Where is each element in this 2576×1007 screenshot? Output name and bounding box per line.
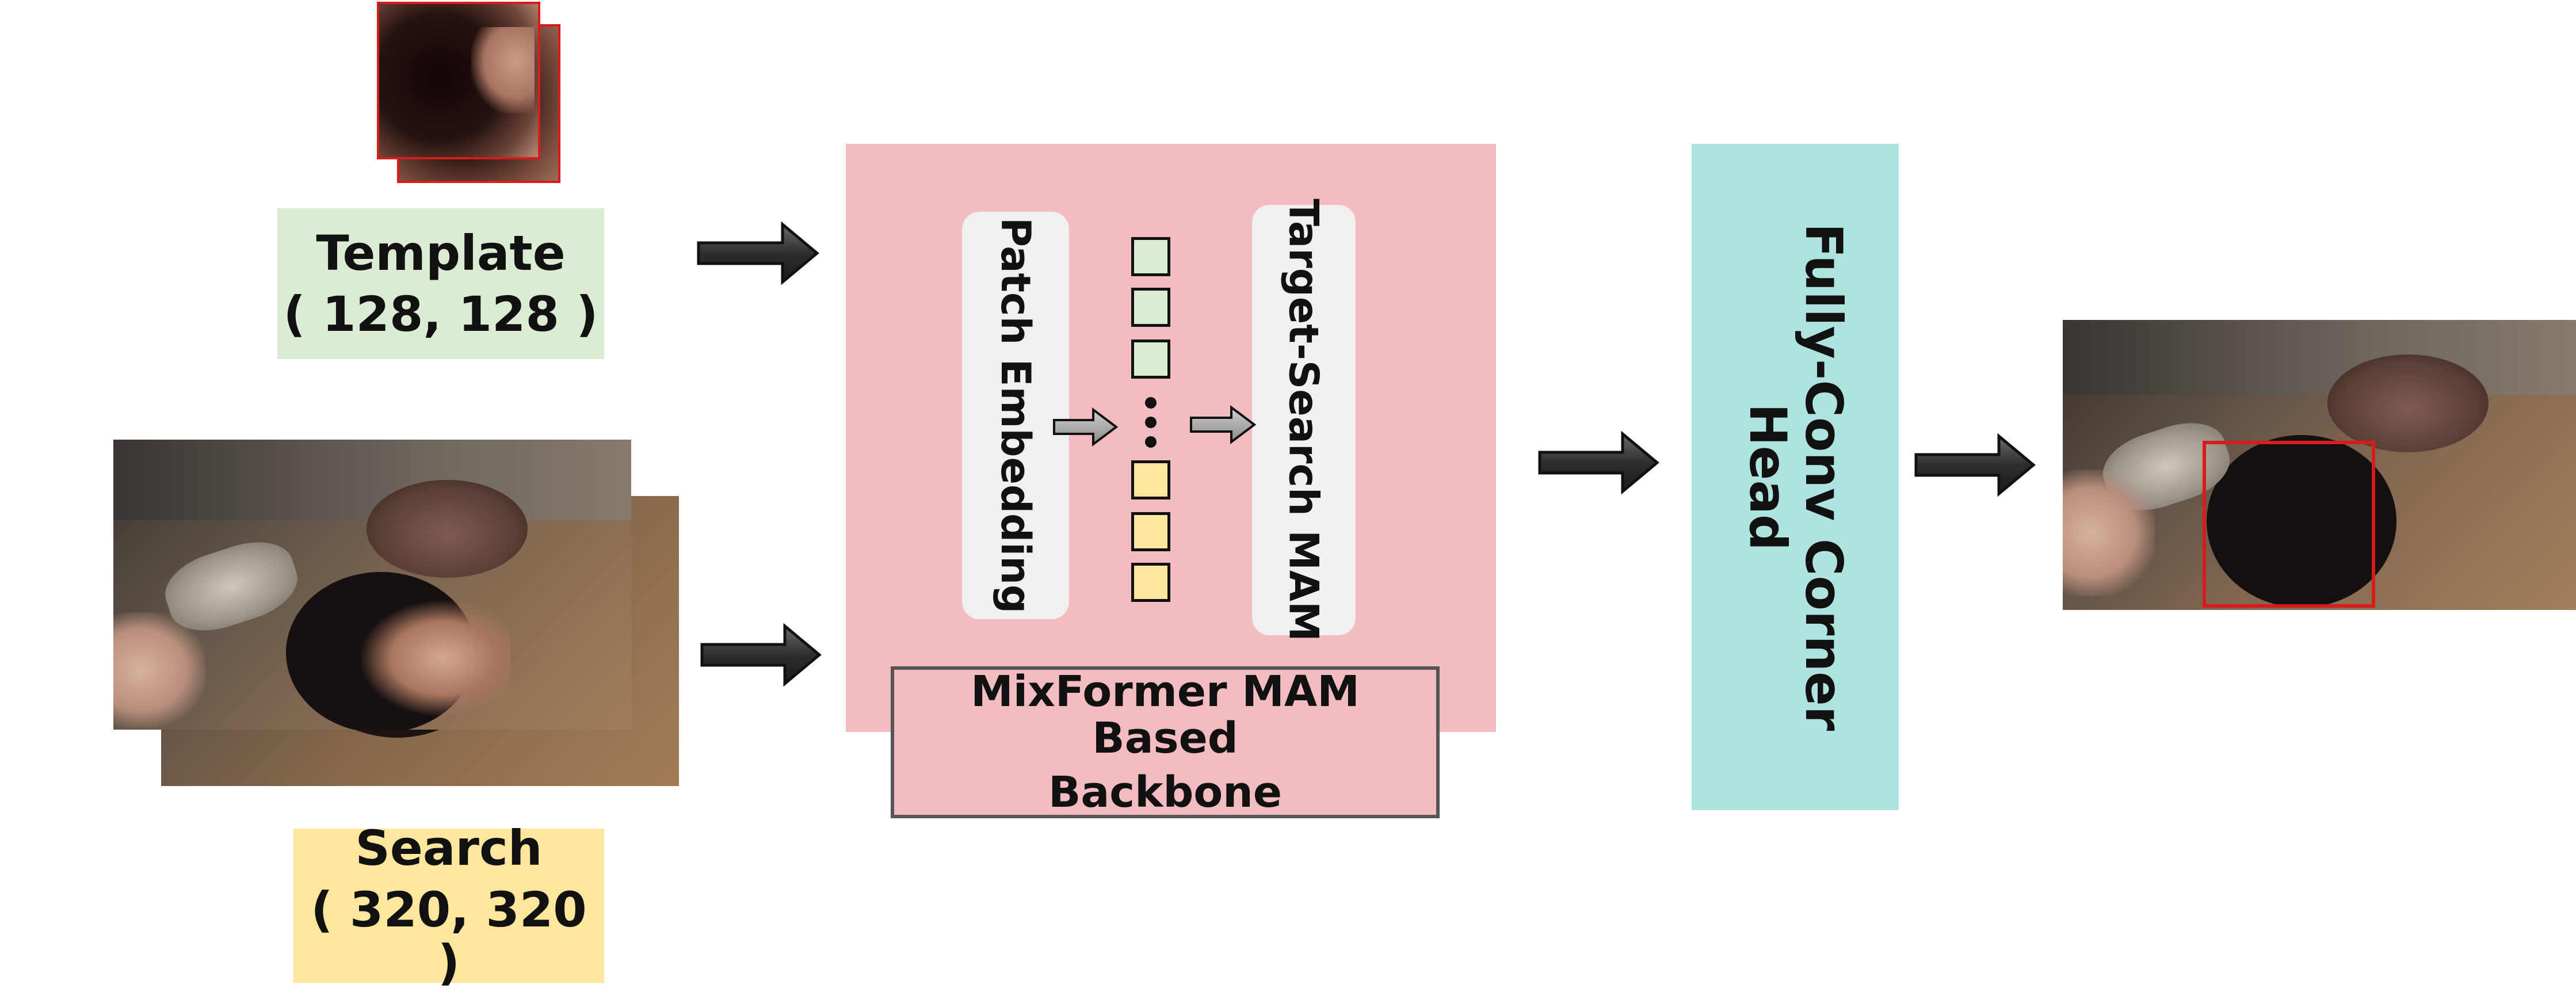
template-label-box: Template ( 128, 128 ) [277, 208, 604, 359]
token-yellow-1 [1131, 460, 1170, 499]
search-hand-right [361, 601, 510, 716]
template-size: ( 128, 128 ) [283, 286, 598, 342]
patch-embedding-block: Patch Embedding [962, 212, 1069, 619]
arrow-head-to-output [1914, 433, 2036, 497]
token-yellow-3 [1131, 563, 1170, 602]
token-yellow-2 [1131, 512, 1170, 551]
output-bowl [2327, 354, 2489, 452]
token-green-1 [1131, 237, 1170, 276]
template-title: Template [316, 224, 566, 281]
search-image-front [113, 440, 631, 730]
search-wall [113, 440, 631, 520]
arrow-tokens-to-mam [1190, 405, 1257, 444]
output-image [2063, 320, 2576, 610]
backbone-caption-box: MixFormer MAM Based Backbone [891, 666, 1440, 818]
search-size: ( 320, 320 ) [311, 881, 587, 991]
template-hand [471, 27, 535, 113]
token-green-2 [1131, 288, 1170, 327]
output-wall [2063, 320, 2576, 395]
search-bowl [367, 480, 528, 578]
arrow-patch-to-tokens [1053, 407, 1119, 447]
search-title: Search [355, 820, 543, 877]
token-ellipsis [1138, 397, 1163, 449]
token-green-3 [1131, 340, 1170, 379]
arrow-search-to-backbone [700, 623, 822, 687]
backbone-caption-line1: MixFormer MAM Based [971, 666, 1360, 764]
search-hand-left [113, 612, 205, 727]
backbone-block [846, 144, 1496, 732]
arrow-backbone-to-head [1538, 430, 1659, 495]
corner-head-block: Fully-Conv Corner Head [1692, 144, 1899, 810]
output-hand [2063, 470, 2155, 596]
search-label-box: Search ( 320, 320 ) [293, 822, 604, 989]
target-search-mam-block: Target-Search MAM [1252, 199, 1356, 642]
arrow-template-to-backbone [697, 221, 819, 285]
output-dark-object [2207, 435, 2396, 608]
backbone-caption-line2: Backbone [1048, 767, 1283, 817]
output-bounding-box [2203, 441, 2375, 608]
template-crop-front [377, 2, 540, 159]
